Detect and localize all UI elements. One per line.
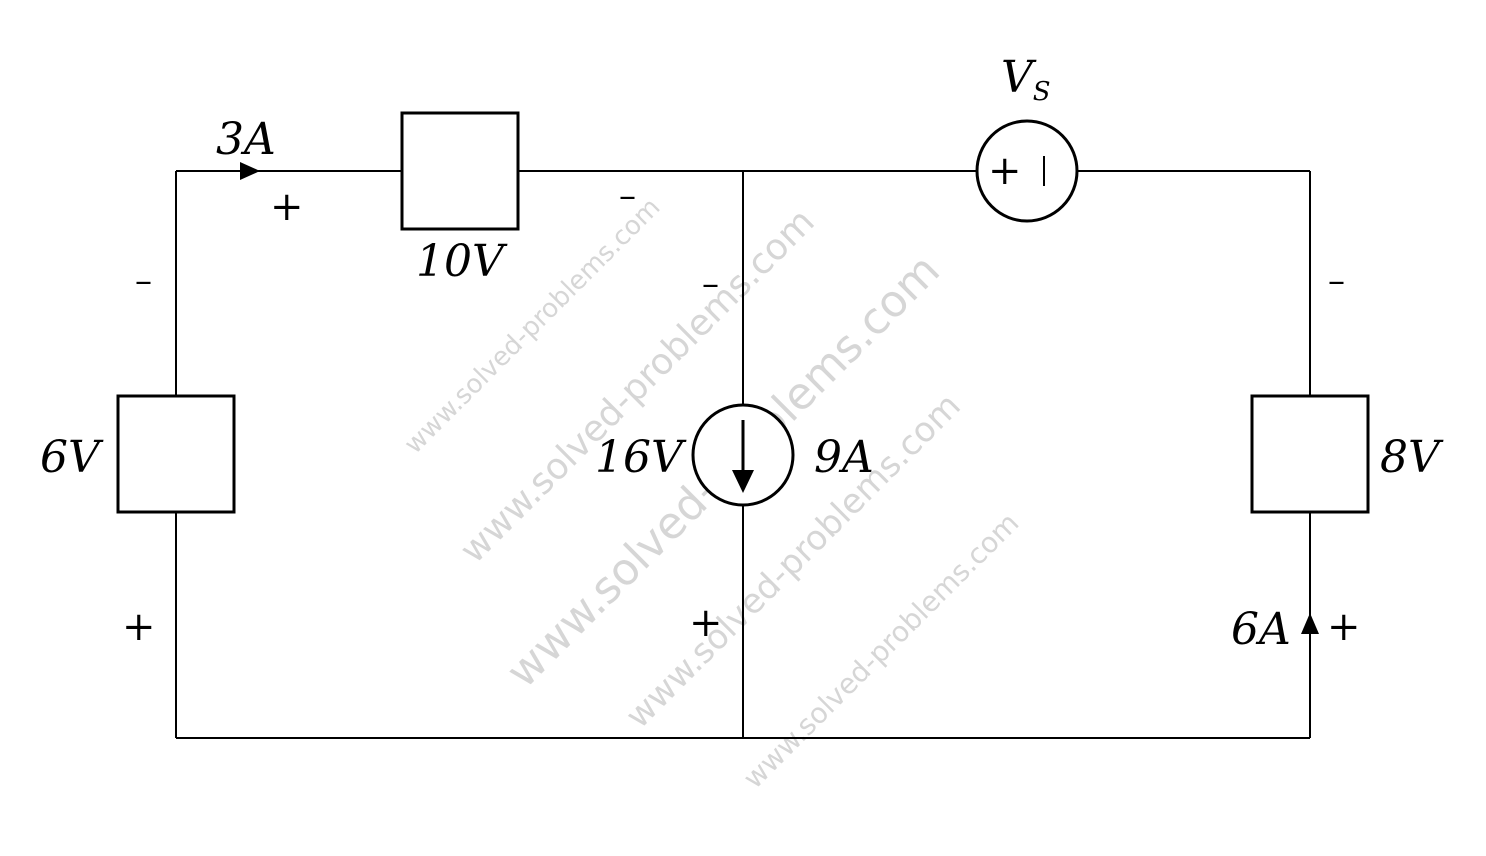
sign-10v-minus: – bbox=[619, 176, 636, 216]
watermark-2: www.solved-problems.com bbox=[452, 201, 822, 571]
label-current-3a: 3A bbox=[216, 114, 276, 165]
sign-8v-minus: – bbox=[1328, 261, 1345, 301]
element-10v-box bbox=[400, 111, 520, 231]
sign-16v-minus: – bbox=[702, 264, 719, 304]
voltage-source-plus: + bbox=[988, 148, 1022, 194]
element-6v-box bbox=[116, 394, 236, 514]
sign-8v-plus: + bbox=[1327, 604, 1361, 650]
wires bbox=[175, 170, 1311, 739]
current-source-arrow-head-icon bbox=[732, 470, 754, 493]
voltage-source: + bbox=[975, 119, 1079, 223]
label-current-6a: 6A bbox=[1231, 604, 1291, 655]
label-vs-main: V bbox=[1001, 52, 1037, 103]
sign-6v-plus: + bbox=[122, 604, 156, 650]
label-voltage-source-vs: VS bbox=[1001, 52, 1051, 107]
sign-10v-plus: + bbox=[270, 184, 304, 230]
current-6a-arrow-icon bbox=[1301, 613, 1319, 634]
label-element-10v: 10V bbox=[416, 236, 508, 287]
current-3a-arrow-icon bbox=[240, 162, 260, 180]
label-vs-subscript: S bbox=[1033, 77, 1051, 107]
label-element-6v: 6V bbox=[40, 432, 104, 483]
label-element-16v: 16V bbox=[595, 432, 687, 483]
sign-16v-plus: + bbox=[689, 600, 723, 646]
voltage-source-circle bbox=[975, 119, 1079, 223]
element-8v-box bbox=[1250, 394, 1370, 514]
sign-6v-minus: – bbox=[135, 261, 152, 301]
label-element-8v: 8V bbox=[1380, 432, 1444, 483]
label-current-source-9a: 9A bbox=[814, 432, 874, 483]
current-source bbox=[691, 403, 795, 507]
